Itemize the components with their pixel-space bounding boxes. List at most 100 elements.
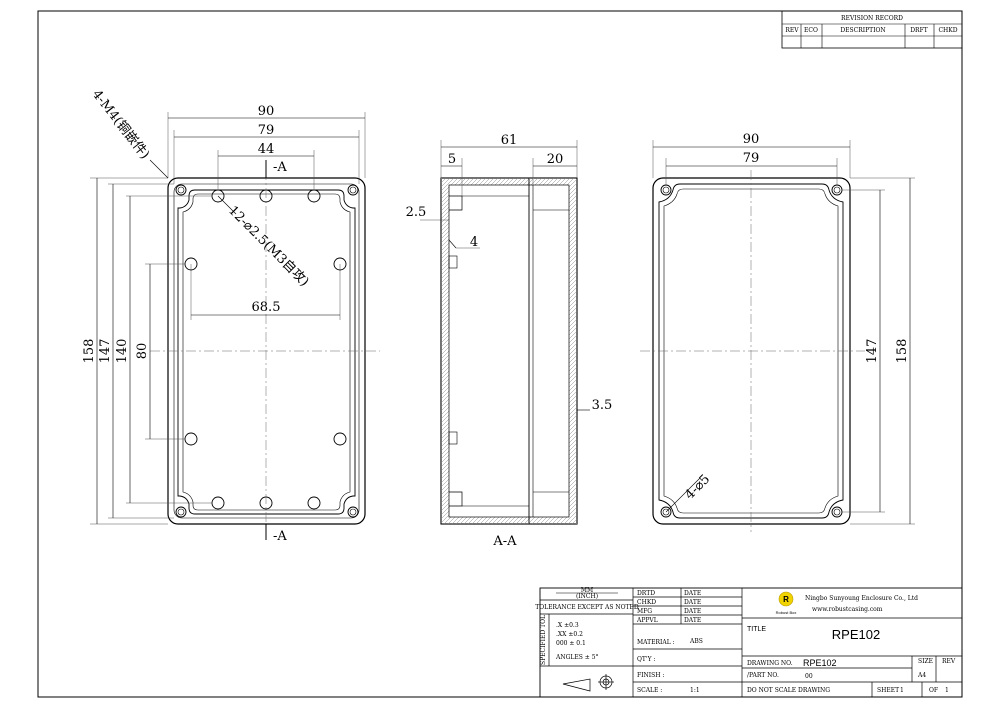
section-label: A-A [492, 534, 517, 549]
company-logo: R Robust Box [776, 591, 797, 615]
dim-90: 90 [743, 132, 760, 147]
dim-147: 147 [98, 339, 113, 364]
back-dimensions: 90 79 147 158 4-⌀5 [682, 132, 910, 503]
chkd-col: CHKD [938, 27, 957, 34]
of-label: OF [929, 687, 938, 694]
section-view [420, 140, 590, 525]
drtd-label: DRTD [637, 590, 655, 597]
tol-row-2: .XX ±0.2 [556, 631, 583, 638]
date-label: DATE [684, 608, 701, 615]
date-label: DATE [684, 599, 701, 606]
dim-158: 158 [895, 339, 910, 364]
of-value: 1 [945, 687, 949, 694]
scale-value: 1:1 [690, 687, 700, 694]
part-no-value: 00 [805, 673, 813, 680]
description-col: DESCRIPTION [840, 27, 885, 34]
title-label: TITLE [747, 626, 766, 633]
dim-3-5: 3.5 [592, 398, 613, 413]
section-mark-bottom: -A [273, 529, 287, 544]
tol-row-1: .X ±0.3 [556, 622, 579, 629]
section-dimensions: 61 5 20 2.5 4 3.5 A-A [406, 133, 613, 549]
chkd-label: CHKD [637, 599, 656, 606]
part-no-label: /PART NO. [747, 672, 779, 679]
dim-20: 20 [547, 152, 564, 167]
mfg-label: MFG [637, 608, 652, 615]
size-label: SIZE [918, 658, 933, 665]
no-scale-note: DO NOT SCALE DRAWING [747, 687, 830, 694]
corner-hole [175, 184, 187, 196]
note-screw-holes: 12-⌀2.5(M3自攻) [225, 203, 311, 289]
revision-record: REVISION RECORD REV ECO DESCRIPTION DRFT… [781, 10, 963, 49]
company-name: Ningbo Sunyoung Enclosure Co., Ltd [805, 595, 918, 602]
front-gasket-outer [177, 189, 356, 515]
dim-68-5: 68.5 [252, 300, 281, 315]
company-website: www.robustcasing.com [812, 606, 883, 613]
boss-hole [211, 496, 225, 510]
tol-unit: MM [581, 587, 593, 594]
dim-44: 44 [258, 142, 275, 157]
date-label: DATE [684, 617, 701, 624]
back-gasket-outer [658, 183, 844, 519]
tol-row-3: 000 ± 0.1 [556, 640, 586, 647]
mount-hole [660, 184, 672, 196]
dim-4: 4 [470, 235, 478, 250]
revision-header: REVISION RECORD [841, 15, 903, 22]
size-value: A4 [917, 672, 926, 679]
dim-61: 61 [501, 133, 518, 148]
sheet-label: SHEET [877, 687, 899, 694]
boss-hole [184, 432, 198, 446]
title-value: RPE102 [832, 627, 880, 642]
corner-hole [347, 506, 359, 518]
dim-158: 158 [82, 339, 97, 364]
note-m4-inserts: 4-M4(铜嵌件) [89, 87, 152, 162]
svg-text:R: R [783, 595, 789, 604]
dim-90: 90 [258, 104, 275, 119]
sheet-value: 1 [900, 687, 904, 694]
tol-except: TOLERANCE EXCEPT AS NOTED [535, 604, 639, 611]
material-value: ABS [689, 638, 703, 645]
front-gasket-inner [182, 193, 351, 511]
rev-label: REV [942, 658, 956, 665]
section-outline [440, 177, 578, 525]
tol-label: SPECIFIED TOL [540, 615, 547, 665]
boss-hole [333, 432, 347, 446]
material-label: MATERIAL : [637, 639, 675, 646]
back-view [640, 140, 915, 532]
mount-hole [831, 506, 843, 518]
boss-hole [307, 496, 321, 510]
eco-col: ECO [804, 27, 818, 34]
tol-angles: ANGLES ± 5° [555, 654, 599, 661]
drft-col: DRFT [910, 27, 928, 34]
dim-79: 79 [258, 123, 275, 138]
note-mount-holes: 4-⌀5 [682, 472, 713, 503]
dim-140: 140 [115, 339, 130, 364]
date-label: DATE [684, 590, 701, 597]
back-gasket-inner [663, 188, 839, 514]
section-mark-top: -A [273, 160, 287, 175]
dim-80: 80 [135, 343, 150, 360]
qty-label: QT'Y : [637, 656, 655, 663]
title-block: MM (INCH) TOLERANCE EXCEPT AS NOTED SPEC… [535, 587, 963, 698]
drawing-no-value: RPE102 [803, 658, 837, 668]
drawing-frame [37, 10, 963, 698]
appvl-label: APPVL [636, 617, 658, 624]
dim-147: 147 [865, 339, 880, 364]
boss-hole [307, 189, 321, 203]
scale-label: SCALE : [637, 687, 662, 694]
dim-5: 5 [448, 152, 456, 167]
rev-col: REV [785, 27, 799, 34]
mount-hole [660, 506, 672, 518]
corner-hole [347, 184, 359, 196]
projection-circle-icon [598, 674, 614, 690]
corner-hole [175, 506, 187, 518]
dim-79: 79 [743, 151, 760, 166]
dim-2-5: 2.5 [406, 205, 427, 220]
mount-hole [831, 184, 843, 196]
svg-text:Robust Box: Robust Box [776, 610, 797, 615]
front-view [90, 112, 380, 540]
projection-cone-icon [562, 678, 591, 692]
tol-unit-sub: (INCH) [576, 593, 598, 600]
finish-label: FINISH : [637, 672, 664, 679]
drawing-no-label: DRAWING NO. [747, 660, 793, 667]
